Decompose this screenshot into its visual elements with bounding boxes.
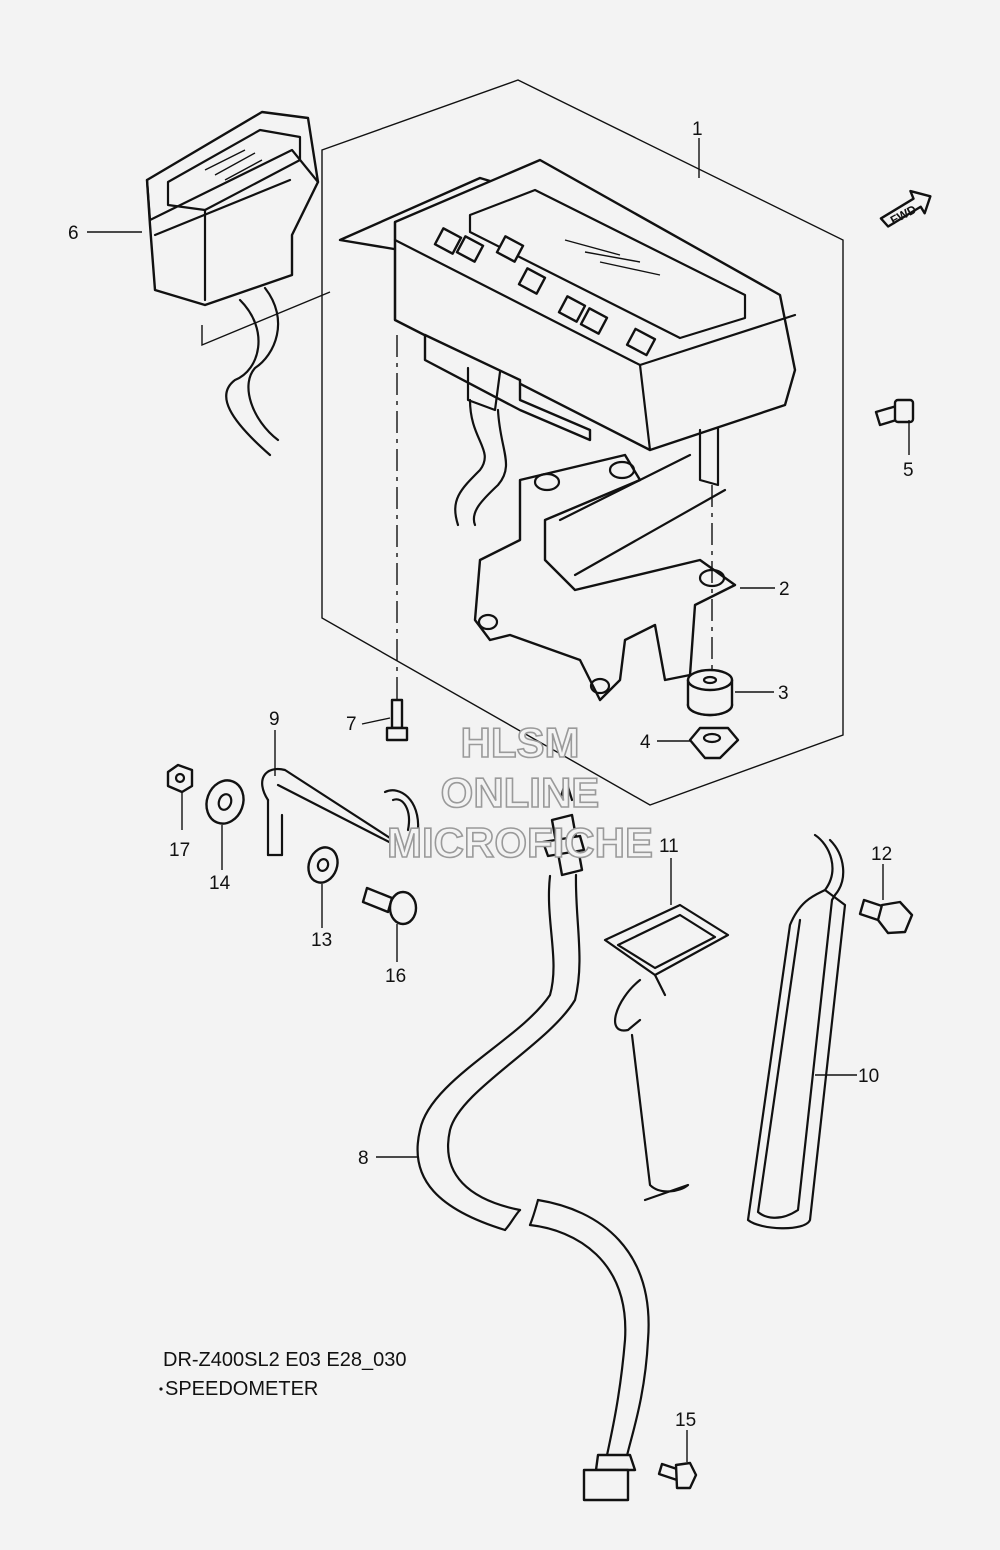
callout-2: 2: [779, 579, 790, 600]
caption: DR-Z400SL2 E03 E28_030 SPEEDOMETER: [159, 1349, 407, 1400]
caption-dot: [159, 1387, 163, 1391]
assembly-outline: [321, 79, 844, 806]
bolt-12: [858, 898, 914, 935]
washer-13: [307, 846, 339, 884]
callout-4: 4: [640, 732, 651, 753]
callout-17: 17: [169, 840, 190, 861]
watermark-line-1: HLSM: [461, 719, 580, 766]
mounting-bracket: [473, 453, 737, 702]
rubber-cushion: [686, 668, 734, 717]
watermark-line-3: MICROFICHE: [387, 819, 653, 866]
bolt-16: [361, 886, 418, 926]
cable-guide-10: [746, 833, 847, 1230]
speedometer-cover: [145, 110, 331, 457]
cable-guide-11: [603, 903, 730, 1202]
model-code: DR-Z400SL2 E03 E28_030: [163, 1349, 407, 1371]
callout-14: 14: [209, 873, 231, 894]
bolt-15: [657, 1461, 698, 1490]
leader-lines: [87, 138, 910, 1462]
washer-14: [205, 779, 245, 825]
clamp-9: [261, 767, 420, 857]
callout-16: 16: [385, 966, 406, 987]
callout-12: 12: [871, 844, 892, 865]
callout-5: 5: [903, 460, 914, 481]
section-title: SPEEDOMETER: [165, 1378, 318, 1400]
callout-1: 1: [692, 119, 703, 140]
callout-6: 6: [68, 223, 79, 244]
speedometer-unit: [338, 158, 797, 527]
callout-15: 15: [675, 1410, 696, 1431]
callout-9: 9: [269, 709, 280, 730]
mode-buttons: [433, 227, 657, 357]
callout-8: 8: [358, 1148, 369, 1169]
speedometer-cable: [416, 778, 650, 1502]
callout-numbers: 1 2 3 4 5 6 7 8 9 10 11 12 13 14 15 16 1…: [68, 119, 914, 1431]
alignment-lines: [396, 335, 713, 700]
callout-11: 11: [659, 836, 679, 857]
screw-7: [385, 698, 409, 742]
callout-7: 7: [346, 714, 357, 735]
nut-17: [166, 763, 194, 794]
watermark-line-2: ONLINE: [441, 769, 600, 816]
callout-3: 3: [778, 683, 789, 704]
callout-10: 10: [858, 1066, 879, 1087]
watermark: HLSM ONLINE MICROFICHE: [386, 718, 654, 867]
collar: [688, 726, 740, 760]
bolt-5: [874, 398, 915, 427]
fwd-direction-marker: FWD: [879, 189, 932, 228]
callout-13: 13: [311, 930, 332, 951]
